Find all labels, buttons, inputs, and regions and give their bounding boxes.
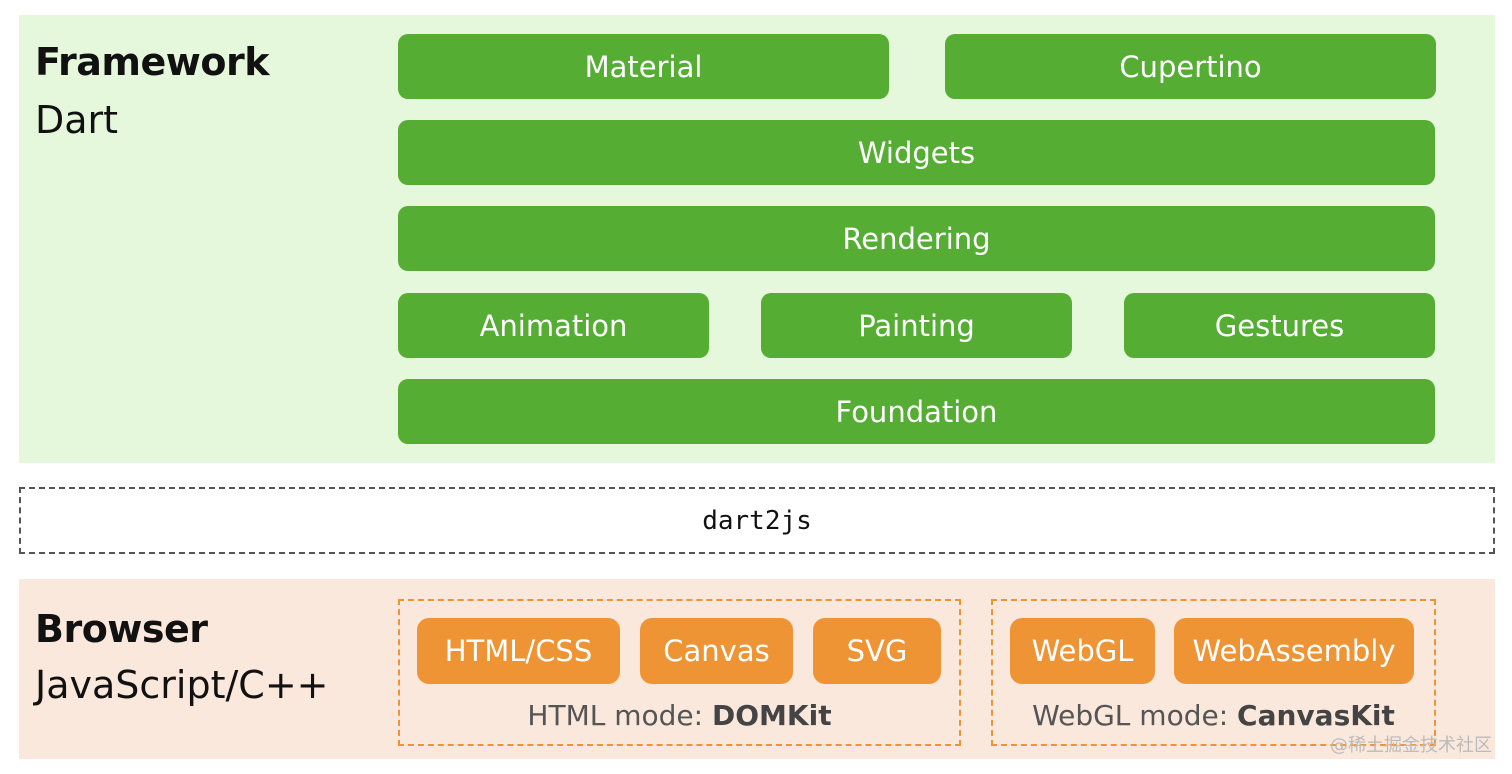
cupertino-layer: Cupertino: [945, 34, 1436, 99]
webgl-mode-prefix: WebGL mode:: [1032, 699, 1238, 732]
canvaskit-label: CanvasKit: [1237, 699, 1395, 732]
dart2js-bridge: dart2js: [19, 487, 1495, 554]
svg-item: SVG: [813, 618, 941, 684]
browser-title: Browser: [35, 607, 208, 651]
html-css-item: HTML/CSS: [417, 618, 620, 684]
painting-layer: Painting: [761, 293, 1072, 358]
browser-language: JavaScript/C++: [35, 663, 329, 707]
webgl-mode-group: WebGL WebAssembly WebGL mode: CanvasKit: [991, 599, 1436, 746]
foundation-layer: Foundation: [398, 379, 1435, 444]
animation-layer: Animation: [398, 293, 709, 358]
webgl-mode-label: WebGL mode: CanvasKit: [993, 699, 1434, 732]
framework-panel: Framework Dart Material Cupertino Widget…: [19, 15, 1495, 463]
widgets-layer: Widgets: [398, 120, 1435, 185]
dart2js-label: dart2js: [702, 506, 812, 536]
gestures-layer: Gestures: [1124, 293, 1435, 358]
browser-panel: Browser JavaScript/C++ HTML/CSS Canvas S…: [19, 579, 1495, 759]
material-layer: Material: [398, 34, 889, 99]
html-mode-group: HTML/CSS Canvas SVG HTML mode: DOMKit: [398, 599, 961, 746]
watermark: @稀土掘金技术社区: [1330, 735, 1492, 756]
framework-title: Framework: [35, 40, 270, 84]
html-mode-prefix: HTML mode:: [527, 699, 712, 732]
webassembly-item: WebAssembly: [1174, 618, 1414, 684]
framework-language: Dart: [35, 98, 119, 142]
rendering-layer: Rendering: [398, 206, 1435, 271]
canvas-item: Canvas: [640, 618, 793, 684]
domkit-label: DOMKit: [711, 699, 832, 732]
webgl-item: WebGL: [1010, 618, 1155, 684]
html-mode-label: HTML mode: DOMKit: [400, 699, 959, 732]
